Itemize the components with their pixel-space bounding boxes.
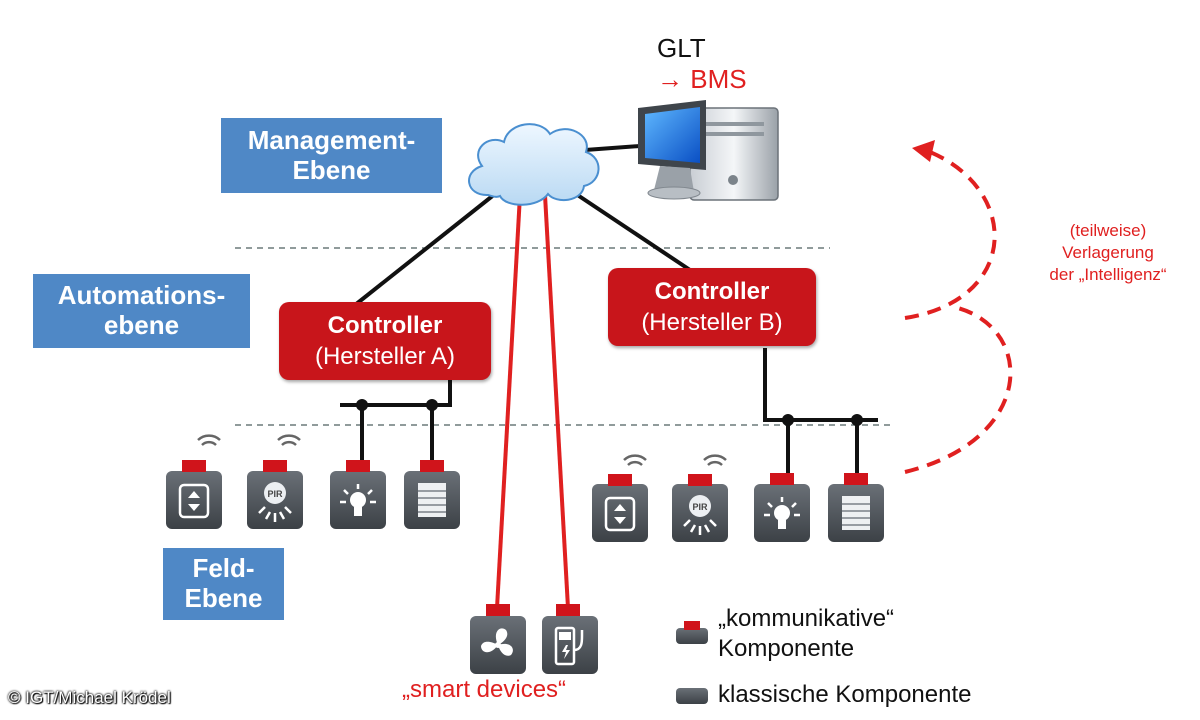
computer-icon	[638, 100, 779, 201]
controller-title: Controller	[654, 277, 770, 305]
blind-switch-icon	[166, 434, 222, 529]
bus-controller-a	[340, 380, 452, 460]
charging-station-icon	[542, 604, 598, 674]
pir-sensor-icon: PIR	[672, 454, 728, 542]
svg-text:PIR: PIR	[267, 489, 283, 499]
copyright-notice: © IGT/Michael Krödel	[8, 688, 171, 707]
management-level-label: Management-Ebene	[221, 118, 442, 193]
link-cloud-computer	[584, 144, 641, 152]
field-level-label: Feld-Ebene	[163, 548, 284, 620]
bus-controller-b	[763, 348, 878, 475]
arrow-head-icon	[912, 140, 935, 162]
blind-switch-icon	[592, 454, 648, 542]
shutter-icon	[828, 473, 884, 542]
legend-communicative-icon	[676, 621, 708, 644]
bus-node	[356, 399, 368, 411]
bms-label: → BMS	[657, 64, 747, 94]
controller-maker: (Hersteller A)	[314, 343, 456, 370]
arrow-right-icon: →	[657, 64, 683, 94]
intelligence-shift-arrow-icon	[904, 150, 1013, 474]
intelligence-shift-note: (teilweise) Verlagerung der „Intelligenz…	[1049, 221, 1167, 285]
bus-node	[851, 414, 863, 426]
smart-devices-label: „smart devices“	[402, 676, 567, 703]
controller-maker: (Hersteller B)	[641, 309, 783, 336]
legend-classic-label: klassische Komponente	[718, 681, 972, 708]
bus-node	[782, 414, 794, 426]
svg-text:PIR: PIR	[692, 502, 708, 512]
link-cloud-controller-a	[353, 188, 502, 307]
fan-icon	[470, 604, 526, 674]
glt-label: GLT	[657, 33, 706, 63]
link-cloud-fan	[495, 194, 522, 609]
lamp-icon	[754, 473, 810, 542]
controller-title: Controller	[327, 311, 443, 339]
link-cloud-charger	[543, 194, 570, 609]
automation-level-label: Automations-ebene	[33, 274, 250, 348]
network-cloud-icon	[468, 123, 600, 206]
pir-sensor-icon: PIR	[247, 434, 303, 529]
legend-communicative-label: „kommunikative“ Komponente	[718, 605, 895, 662]
bus-node	[426, 399, 438, 411]
legend-classic-icon	[676, 688, 708, 704]
shutter-icon	[404, 460, 460, 529]
controller-b: Controller (Hersteller B)	[608, 268, 816, 346]
controller-a: Controller (Hersteller A)	[279, 302, 491, 380]
lamp-icon	[330, 460, 386, 529]
